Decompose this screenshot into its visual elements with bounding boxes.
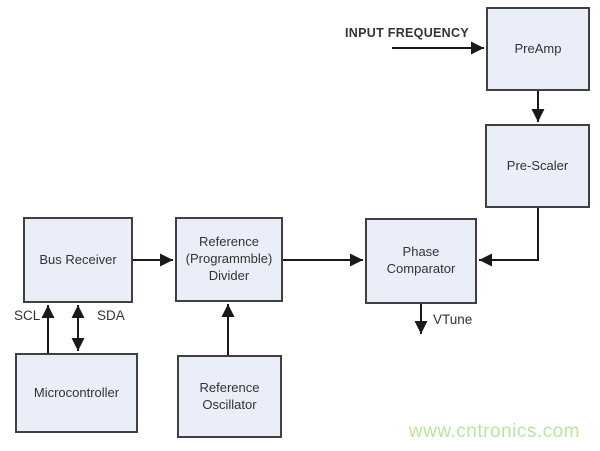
block-bus-receiver: Bus Receiver [23,217,133,303]
block-preamp: PreAmp [486,7,590,91]
block-reference-oscillator-label: Reference Oscillator [199,379,260,412]
block-microcontroller-label: Microcontroller [33,384,120,400]
wire-prescaler-to-phase-comparator [479,208,539,267]
block-preamp-label: PreAmp [514,40,562,56]
vtune-label: VTune [433,312,473,327]
block-microcontroller: Microcontroller [15,353,138,433]
block-bus-receiver-label: Bus Receiver [39,251,117,267]
block-prescaler-label: Pre-Scaler [506,157,569,173]
scl-label: SCL [14,308,41,323]
block-phase-comparator: Phase Comparator [365,218,477,304]
block-phase-comparator-label: Phase Comparator [386,244,456,276]
block-reference-oscillator: Reference Oscillator [177,355,282,438]
watermark-text: www.cntronics.com [408,421,580,442]
sda-label: SDA [97,308,125,323]
block-prescaler: Pre-Scaler [485,124,590,208]
block-reference-divider-label: Reference (Programmble) Divider [185,234,273,283]
input-frequency-label: INPUT FREQUENCY [345,26,469,40]
block-reference-divider: Reference (Programmble) Divider [175,217,283,302]
